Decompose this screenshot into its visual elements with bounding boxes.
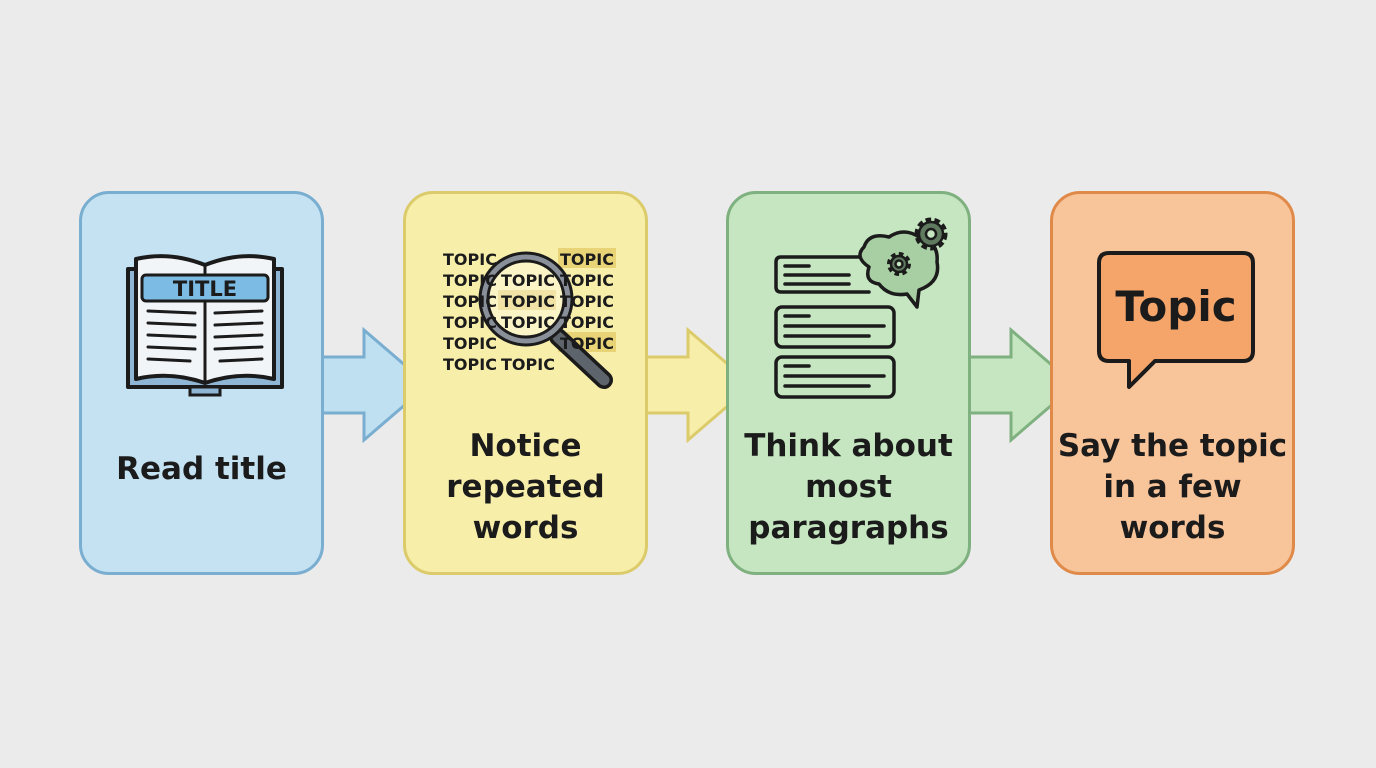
- topic-bubble-text: Topic: [1115, 282, 1236, 331]
- svg-text:TOPIC: TOPIC: [501, 292, 555, 311]
- svg-text:TOPIC: TOPIC: [443, 313, 497, 332]
- arrow-1-icon: [322, 326, 431, 444]
- svg-text:TOPIC: TOPIC: [443, 292, 497, 311]
- svg-text:TOPIC: TOPIC: [501, 271, 555, 290]
- step-label: Read title: [116, 451, 287, 487]
- book-title-text: TITLE: [173, 277, 237, 301]
- svg-text:TOPIC: TOPIC: [560, 313, 614, 332]
- arrow-2-icon: [646, 326, 755, 444]
- svg-text:TOPIC: TOPIC: [443, 271, 497, 290]
- svg-text:TOPIC: TOPIC: [501, 313, 555, 332]
- svg-text:TOPIC: TOPIC: [443, 250, 497, 269]
- brain-gears-paragraphs-icon: [774, 217, 948, 399]
- arrow-3-icon: [969, 326, 1078, 444]
- step-card-read-title: TITLE Read title: [79, 191, 324, 575]
- svg-text:TOPIC: TOPIC: [560, 271, 614, 290]
- open-book-icon: TITLE: [126, 254, 284, 397]
- svg-text:TOPIC: TOPIC: [501, 355, 555, 374]
- svg-text:TOPIC: TOPIC: [560, 250, 614, 269]
- svg-text:TOPIC: TOPIC: [443, 355, 497, 374]
- svg-text:TOPIC: TOPIC: [560, 292, 614, 311]
- svg-text:TOPIC: TOPIC: [443, 334, 497, 353]
- speech-bubble-icon: Topic: [1097, 251, 1255, 389]
- svg-text:TOPIC: TOPIC: [560, 334, 614, 353]
